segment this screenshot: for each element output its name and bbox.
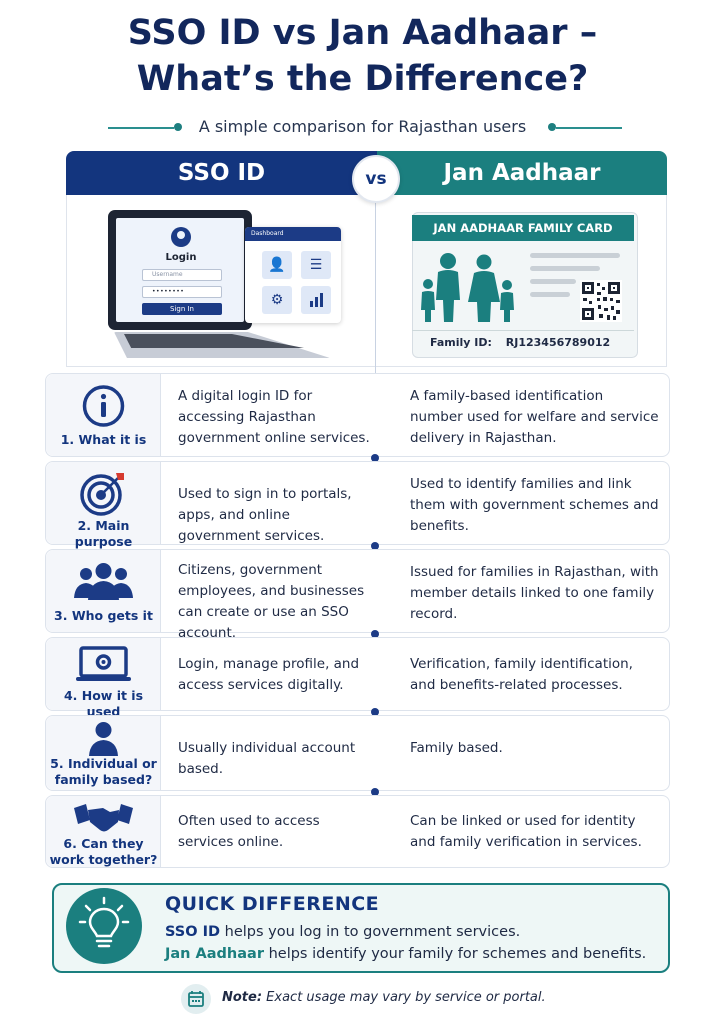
user-icon: 👤 xyxy=(268,257,286,273)
comparison-row-who-gets-it: 3. Who gets it Citizens, government empl… xyxy=(45,549,670,641)
jan-aadhaar-description: Issued for families in Rajasthan, with m… xyxy=(410,564,659,622)
jan-aadhaar-description: Can be linked or used for identity and f… xyxy=(410,813,642,850)
jan-aadhaar-description: Used to identify families and link them … xyxy=(410,476,659,534)
note-label: Note: xyxy=(222,990,263,1005)
dashboard-chart-tile xyxy=(301,286,331,314)
row-label-cell xyxy=(46,796,161,867)
family-id-label: Family ID: xyxy=(430,336,492,349)
comparison-row-main-purpose: 2. Main purpose Used to sign in to porta… xyxy=(45,461,670,549)
dashboard-document-tile: ☰ xyxy=(301,251,331,279)
divider-node xyxy=(371,630,379,638)
row-label: 6. Can they work together? xyxy=(49,836,158,867)
divider-node xyxy=(371,788,379,796)
quick-line-jan-aadhaar: Jan Aadhaar helps identify your family f… xyxy=(165,944,646,964)
subtitle-rule-right xyxy=(556,127,622,129)
sso-description: Usually individual account based. xyxy=(178,740,356,777)
family-card-title: JAN AADHAAR FAMILY CARD xyxy=(412,215,634,241)
subtitle-rule-left xyxy=(108,127,174,129)
divider-node xyxy=(371,542,379,550)
sso-description: Login, manage profile, and access servic… xyxy=(178,656,360,693)
divider-node xyxy=(371,454,379,462)
info-icon xyxy=(82,385,125,427)
dashboard-settings-tile: ⚙ xyxy=(262,286,292,314)
person-icon xyxy=(89,722,118,756)
people-icon xyxy=(74,563,133,600)
row-label-cell xyxy=(46,638,161,710)
subtitle-row: A simple comparison for Rajasthan users xyxy=(0,116,725,138)
password-field: •••••••• xyxy=(142,286,222,298)
laptop-gear-icon xyxy=(76,646,131,681)
comparison-row-what-it-is: 1. What it is A digital login ID for acc… xyxy=(45,373,670,457)
dashboard-title: Dashboard xyxy=(245,227,341,241)
row-label: 5. Individual or family based? xyxy=(50,756,157,787)
footnote: Note: Exact usage may vary by service or… xyxy=(222,990,546,1005)
note-text: Exact usage may vary by service or porta… xyxy=(262,990,546,1005)
gear-icon: ⚙ xyxy=(270,292,284,308)
page-title: SSO ID vs Jan Aadhaar – What’s the Diffe… xyxy=(0,10,725,102)
lightbulb-icon xyxy=(78,896,130,948)
title-line-2: What’s the Difference? xyxy=(136,59,589,99)
quick-term-sso: SSO ID xyxy=(165,924,221,940)
sign-in-button: Sign In xyxy=(142,303,222,315)
card-detail-line xyxy=(530,279,576,284)
subtitle-dot-right xyxy=(548,123,556,131)
family-id-row: Family ID: RJ123456789012 xyxy=(412,330,634,354)
note-badge xyxy=(181,984,211,1014)
quick-line-sso: SSO ID helps you log in to government se… xyxy=(165,922,520,942)
sso-description: Often used to access services online. xyxy=(178,813,320,850)
handshake-icon xyxy=(74,804,133,832)
jan-aadhaar-description: Family based. xyxy=(410,740,503,756)
card-detail-line xyxy=(530,292,570,297)
comparison-row-how-it-is-used: 4. How it is used Login, manage profile,… xyxy=(45,637,670,719)
row-label: 1. What it is xyxy=(60,432,147,447)
subtitle-dot-left xyxy=(174,123,182,131)
divider-node xyxy=(371,708,379,716)
bar-chart-icon xyxy=(310,293,323,307)
quick-text-jan-aadhaar: helps identify your family for schemes a… xyxy=(263,946,647,962)
comparison-row-individual-or-family: 5. Individual or family based? Usually i… xyxy=(45,715,670,791)
row-label: 2. Main purpose xyxy=(74,518,133,549)
sso-description: Used to sign in to portals, apps, and on… xyxy=(178,486,352,544)
sso-description: A digital login ID for accessing Rajasth… xyxy=(178,388,370,446)
family-icon xyxy=(421,253,514,322)
sso-description: Citizens, government employees, and busi… xyxy=(178,562,365,641)
document-icon: ☰ xyxy=(309,257,323,273)
quick-text-sso: helps you log in to government services. xyxy=(220,924,521,940)
quick-term-jan-aadhaar: Jan Aadhaar xyxy=(165,946,264,962)
jan-aadhaar-description: A family-based identification number use… xyxy=(410,388,659,446)
subtitle: A simple comparison for Rajasthan users xyxy=(198,117,527,136)
username-field: Username xyxy=(142,269,222,281)
quick-difference-box xyxy=(52,883,670,973)
row-label: 3. Who gets it xyxy=(54,608,153,623)
vs-badge: vs xyxy=(352,155,400,203)
card-detail-line xyxy=(530,266,600,271)
comparison-row-work-together: 6. Can they work together? Often used to… xyxy=(45,795,670,868)
target-icon xyxy=(80,473,124,516)
qr-code-icon xyxy=(580,280,622,322)
calendar-icon xyxy=(188,991,204,1007)
family-id-value: RJ123456789012 xyxy=(505,336,611,349)
card-detail-line xyxy=(530,253,620,258)
login-title: Login xyxy=(165,252,197,263)
title-line-1: SSO ID vs Jan Aadhaar – xyxy=(127,13,598,53)
lightbulb-badge xyxy=(66,888,142,964)
login-user-icon xyxy=(171,227,191,247)
column-header-sso: SSO ID xyxy=(66,151,377,195)
jan-aadhaar-description: Verification, family identification, and… xyxy=(410,656,633,693)
quick-difference-title: QUICK DIFFERENCE xyxy=(165,893,380,915)
dashboard-user-tile: 👤 xyxy=(262,251,292,279)
column-header-jan-aadhaar: Jan Aadhaar xyxy=(377,151,667,195)
